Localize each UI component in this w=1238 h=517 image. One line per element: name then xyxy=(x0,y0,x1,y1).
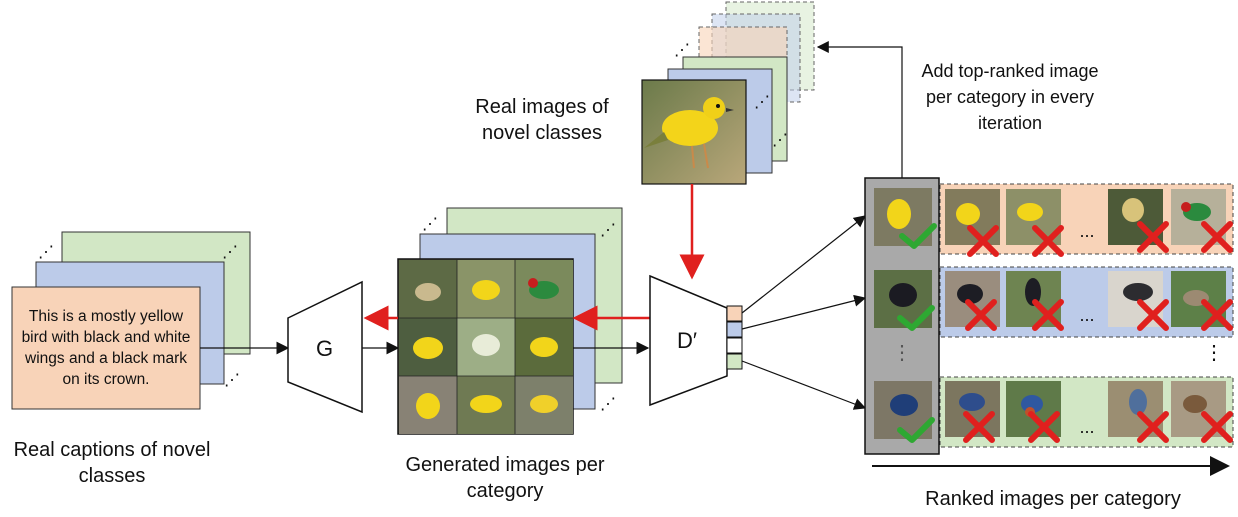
cross-icon xyxy=(1032,299,1064,331)
feedback-arrow xyxy=(816,41,903,178)
generated-image-grid xyxy=(397,258,574,435)
check-icon xyxy=(897,417,935,443)
column-vdots: ⋮ xyxy=(892,342,912,364)
discriminator-block xyxy=(649,274,728,407)
generator-letter: G xyxy=(316,336,334,361)
cross-icon xyxy=(1137,299,1169,331)
check-icons xyxy=(897,223,937,443)
cross-icon xyxy=(967,225,999,257)
discriminator-letter: D′ xyxy=(677,328,698,353)
cross-icons xyxy=(963,221,1233,443)
cross-icon xyxy=(1137,221,1169,253)
real-captions-label: Real captions of novel classes xyxy=(13,439,211,487)
caption-stack xyxy=(11,231,251,410)
real-images-label: Real images of novel classes xyxy=(475,96,609,144)
check-icon xyxy=(899,223,937,249)
cross-icon xyxy=(1137,411,1169,443)
real-stack-ellipsis-bottom: ⋰ xyxy=(772,132,788,149)
check-icon xyxy=(897,305,935,331)
feedback-label: Add top-ranked image per category in eve… xyxy=(921,61,1099,133)
real-image-stack xyxy=(641,1,815,185)
arrow-to-row-2 xyxy=(741,294,867,330)
generator-block xyxy=(287,280,363,414)
row-1-images xyxy=(874,188,1226,246)
cross-icon xyxy=(965,299,997,331)
row-1-ellipsis: ... xyxy=(1079,221,1095,241)
ranked-images-label: Ranked images per category xyxy=(925,488,1181,510)
cross-icon xyxy=(963,411,995,443)
score-boxes xyxy=(726,305,743,370)
caption-stack-ellipsis-bottom: ⋰ xyxy=(224,372,240,389)
generated-images-label: Generated images per category xyxy=(405,454,605,502)
caption-stack-ellipsis-right: ⋰ xyxy=(222,244,238,261)
row-3-ellipsis: ... xyxy=(1079,417,1095,437)
real-stack-ellipsis-top: ⋰ xyxy=(674,42,690,59)
rows-vdots: ⋮ xyxy=(1204,342,1224,364)
arrow-to-row-3 xyxy=(741,360,867,410)
cross-icon xyxy=(1201,411,1233,443)
generated-stack-ellipsis-bottom: ⋰ xyxy=(600,396,616,413)
generated-stack-ellipsis-top: ⋰ xyxy=(422,216,438,233)
cross-icon xyxy=(1201,221,1233,253)
cross-icon xyxy=(1032,225,1064,257)
cross-icon xyxy=(1028,411,1060,443)
caption-card-text: This is a mostly yellow bird with black … xyxy=(21,308,191,388)
generated-stack-ellipsis-right: ⋰ xyxy=(600,222,616,239)
row-2-ellipsis: ... xyxy=(1079,305,1095,325)
cross-icon xyxy=(1201,299,1233,331)
real-stack-ellipsis-right: ⋰ xyxy=(754,94,770,111)
arrow-to-row-1 xyxy=(741,215,866,314)
caption-stack-ellipsis-top: ⋰ xyxy=(38,244,54,261)
